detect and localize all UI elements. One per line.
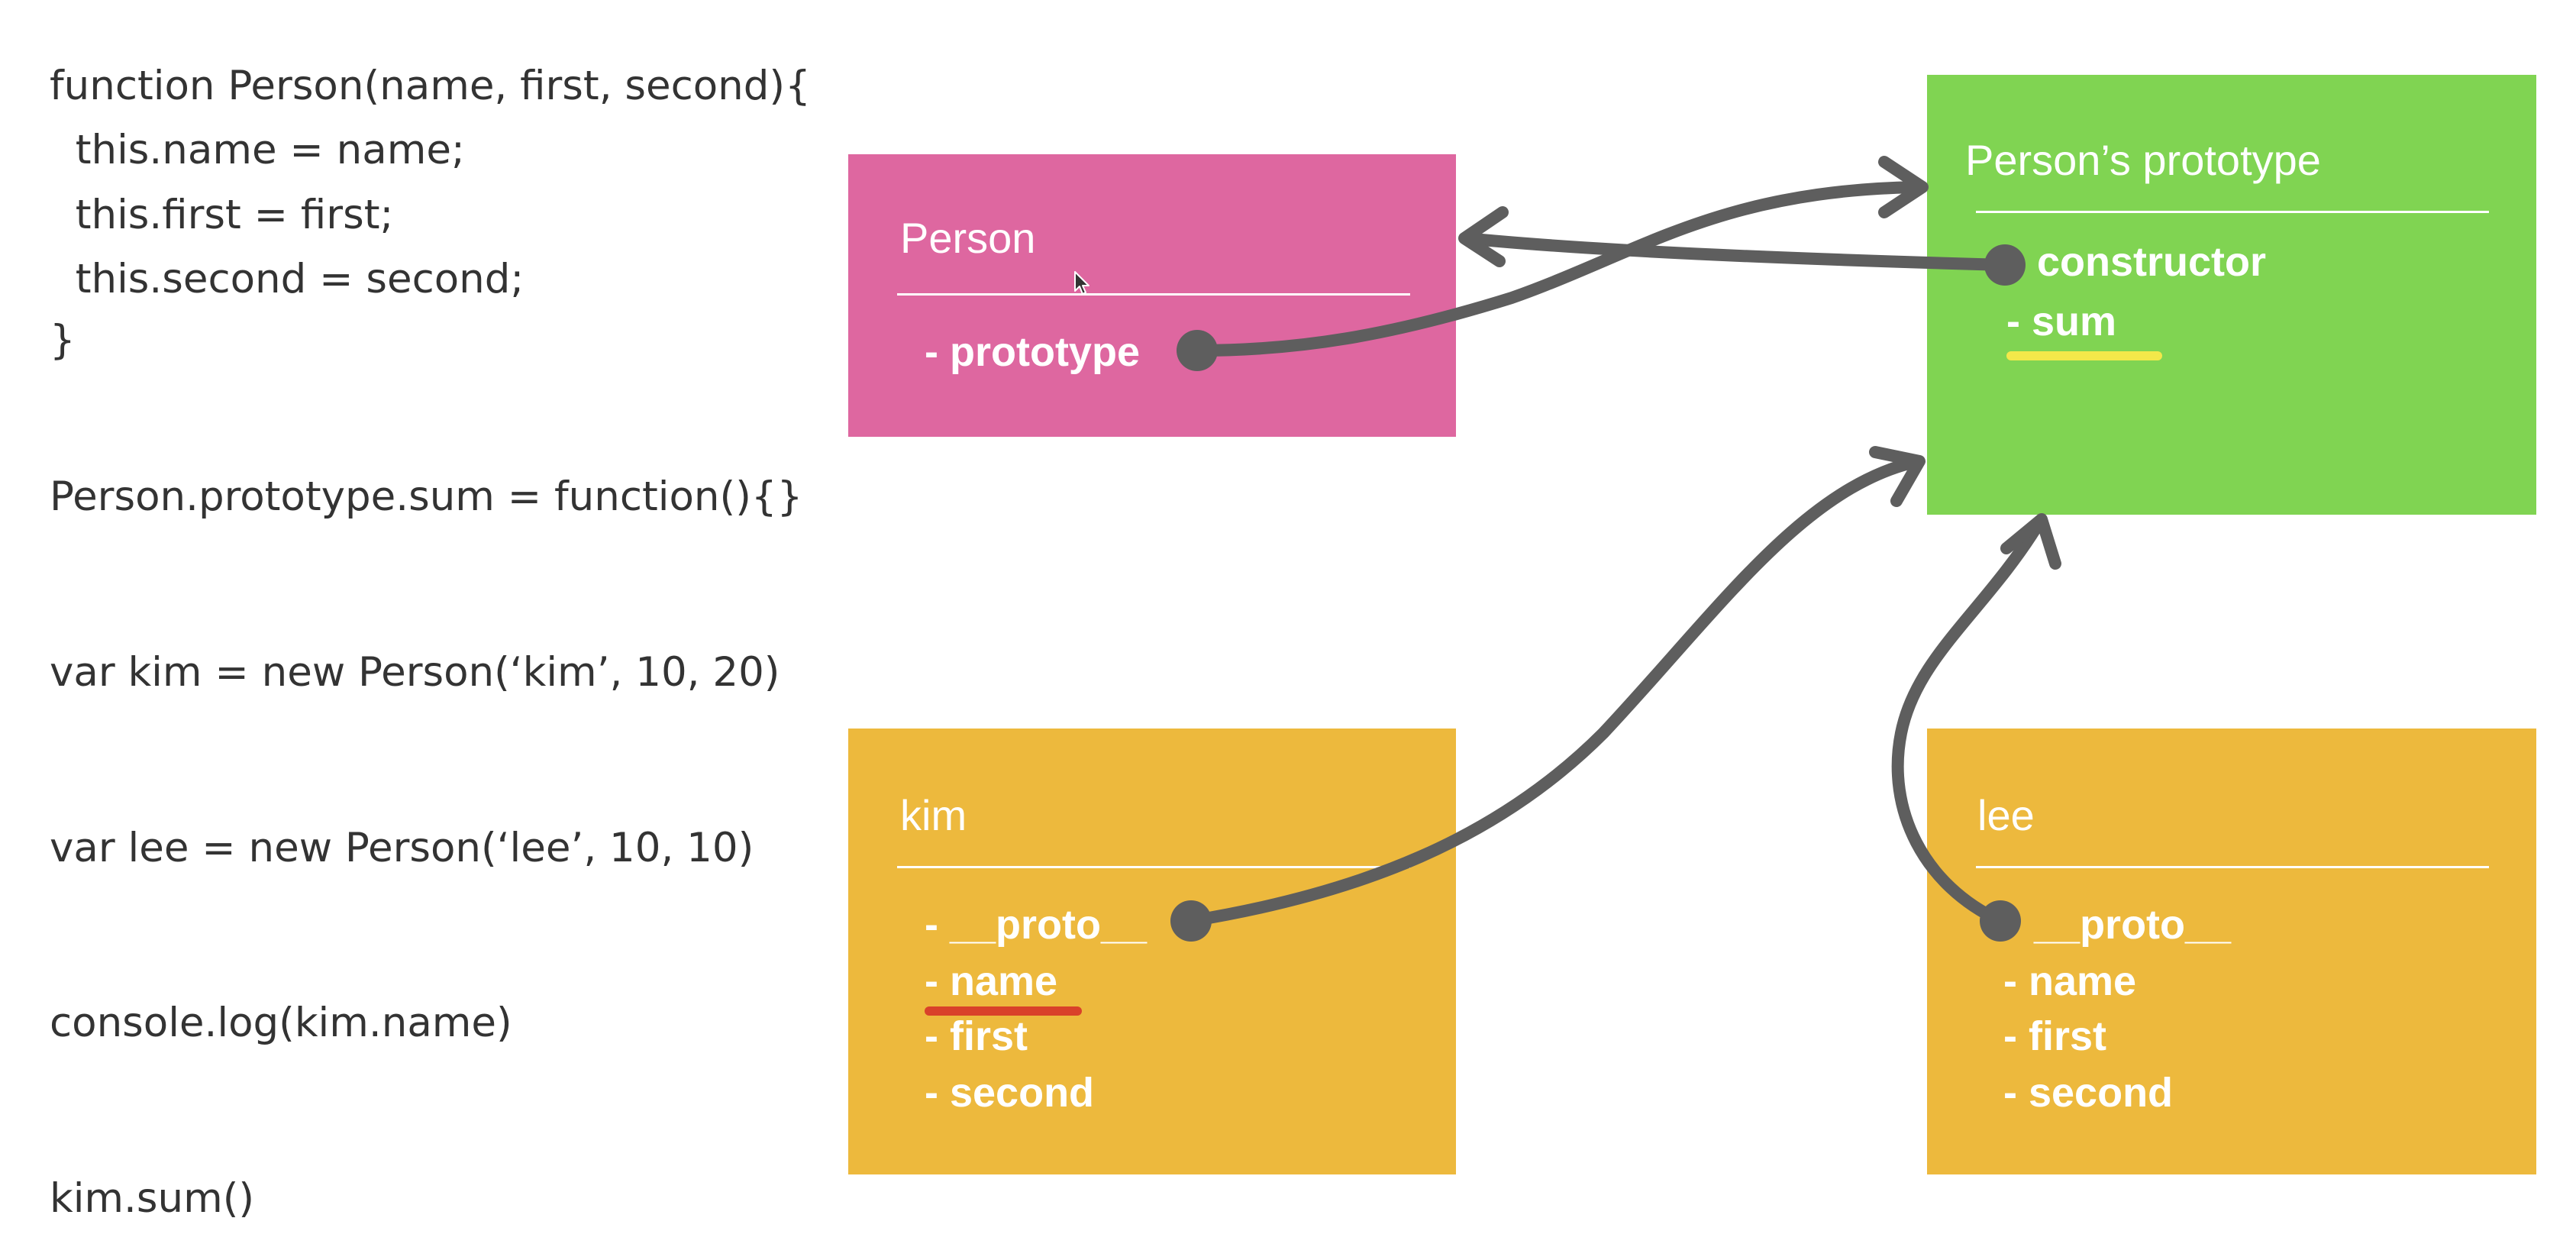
arrow-constructor-to-person <box>1460 232 2011 271</box>
arrowhead-lee <box>2000 513 2061 570</box>
code-line: this.first = first; <box>50 192 394 238</box>
divider <box>1976 866 2489 868</box>
name-highlight <box>925 1006 1082 1016</box>
kim-box: kim - __proto__ - name - first - second <box>848 729 1456 1174</box>
code-line: } <box>50 317 76 363</box>
connector-dot <box>1177 330 1218 371</box>
code-line: console.log(kim.name) <box>50 1000 512 1046</box>
connector-dot <box>1170 900 1212 942</box>
box-title: Person’s prototype <box>1965 136 2321 184</box>
code-line: var lee = new Person(‘lee’, 10, 10) <box>50 825 754 871</box>
arrowhead-kim <box>1869 446 1926 507</box>
code-line: Person.prototype.sum = function(){} <box>50 473 803 520</box>
property-first: - first <box>2003 1013 2106 1059</box>
property-proto: __proto__ <box>2034 902 2232 948</box>
divider <box>897 293 1410 296</box>
property-first: - first <box>925 1013 1028 1059</box>
property-sum: - sum <box>2006 299 2117 344</box>
code-line: this.second = second; <box>50 256 525 302</box>
divider <box>1976 211 2489 213</box>
person-box: Person - prototype <box>848 154 1456 437</box>
box-title: Person <box>900 214 1036 262</box>
arrowhead-person <box>1458 206 1509 267</box>
sum-highlight <box>2006 351 2162 360</box>
code-line: kim.sum() <box>50 1175 255 1222</box>
code-line: function Person(name, first, second){ <box>50 63 811 109</box>
lee-box: lee __proto__ - name - first - second <box>1927 729 2536 1174</box>
property-prototype: - prototype <box>925 329 1140 375</box>
box-title: lee <box>1977 791 2035 839</box>
prototype-box: Person’s prototype constructor - sum <box>1927 75 2536 515</box>
property-proto: - __proto__ <box>925 902 1148 948</box>
code-line: var kim = new Person(‘kim’, 10, 20) <box>50 649 780 696</box>
property-name: - name <box>2003 958 2137 1004</box>
property-name: - name <box>925 958 1058 1004</box>
connector-dot <box>1980 900 2021 942</box>
property-second: - second <box>925 1070 1095 1116</box>
property-constructor: constructor <box>2037 239 2267 285</box>
property-second: - second <box>2003 1070 2174 1116</box>
connector-dot <box>1984 244 2026 286</box>
box-title: kim <box>900 791 967 839</box>
divider <box>897 866 1410 868</box>
arrow-person-to-prototype <box>1191 181 1922 357</box>
arrow-lee-to-prototype <box>1891 518 2045 927</box>
code-line: this.name = name; <box>50 127 465 173</box>
arrow-kim-to-prototype <box>1185 456 1921 927</box>
mouse-pointer-icon <box>1074 271 1089 295</box>
arrowhead-prototype <box>1878 156 1929 218</box>
